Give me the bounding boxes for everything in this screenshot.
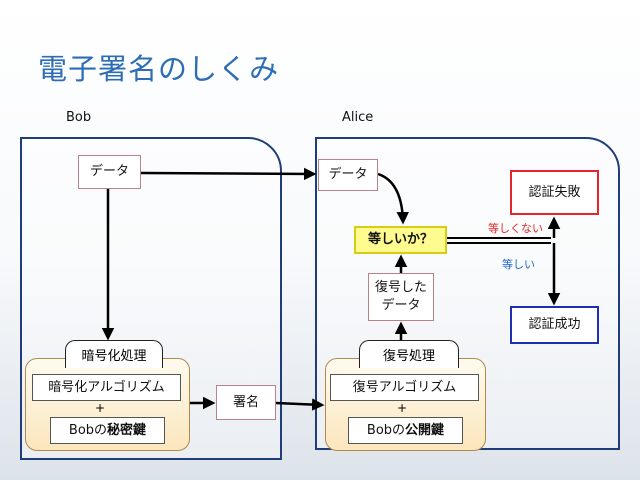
bob-key-name: 秘密鍵 — [107, 422, 147, 438]
alice-data-box: データ — [318, 159, 378, 191]
bob-data-box: データ — [78, 155, 141, 189]
bob-key-owner: Bobの — [68, 422, 108, 438]
bob-plus-sign: + — [94, 401, 106, 415]
compare-box: 等しいか？ — [354, 226, 447, 254]
alice-plus-sign: + — [396, 401, 408, 415]
equal-label: 等しい — [502, 258, 535, 271]
bob-private-key-box: Bobの秘密鍵 — [50, 417, 165, 444]
bob-algorithm-box: 暗号化アルゴリズム — [32, 374, 181, 401]
restored-line1: 復号した — [374, 280, 427, 296]
restored-line2: データ — [381, 298, 421, 313]
alice-label: Alice — [342, 110, 374, 125]
alice-public-key-box: Bobの公開鍵 — [348, 417, 463, 444]
alice-algorithm-box: 復号アルゴリズム — [330, 374, 479, 401]
alice-key-name: 公開鍵 — [405, 422, 445, 438]
alice-key-owner: Bobの — [366, 422, 406, 438]
arrow-alice-data-to-compare — [377, 172, 409, 225]
auth-fail-box: 認証失敗 — [510, 170, 599, 215]
signature-box: 署名 — [216, 385, 276, 420]
arrow-signature-to-decrypt — [275, 398, 325, 411]
bob-label: Bob — [66, 110, 92, 125]
restored-data-box: 復号した データ — [368, 273, 434, 321]
bob-encrypt-tab: 暗号化処理 — [65, 340, 163, 368]
auth-success-box: 認証成功 — [510, 306, 599, 344]
arrow-bob-data-to-alice-data — [140, 167, 317, 181]
alice-decrypt-tab: 復号処理 — [359, 340, 459, 368]
not-equal-label: 等しくない — [488, 222, 543, 235]
page-title: 電子署名のしくみ — [38, 52, 280, 86]
